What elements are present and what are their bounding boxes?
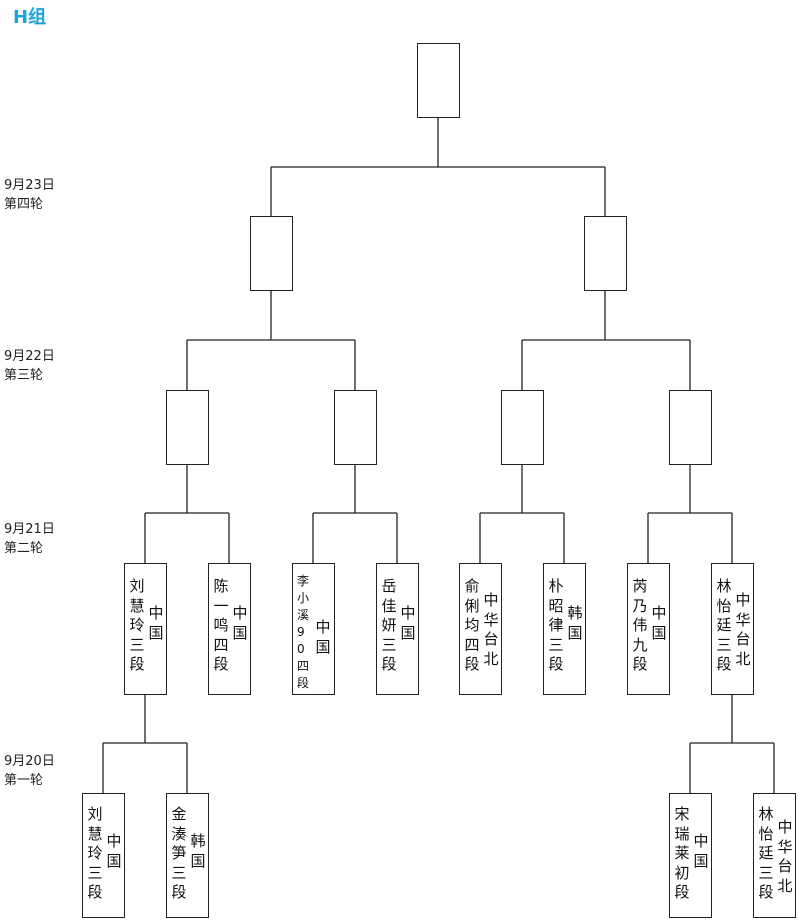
player-box: 陈一鸣 四段 中国 xyxy=(208,563,251,695)
quarterfinal-slot-4 xyxy=(669,390,712,465)
player-box: 宋瑞莱 初段 中国 xyxy=(669,793,712,918)
player-box: 朴昭律 三段 韩国 xyxy=(543,563,586,695)
player-country: 中国 xyxy=(106,832,122,870)
final-slot xyxy=(417,43,460,118)
round-date: 9月20日 xyxy=(4,754,55,769)
player-name-rank: 金湊笋 三段 xyxy=(171,805,187,903)
player-name-rank: 俞俐均 四段 xyxy=(464,577,480,675)
player-box: 金湊笋 三段 韩国 xyxy=(166,793,209,918)
player-name-rank: 林怡廷 三段 xyxy=(716,577,732,675)
player-rank: 三段 xyxy=(129,635,145,674)
player-box: 林怡廷 三段 中华台北 xyxy=(711,563,754,695)
player-rank: 三段 xyxy=(171,863,187,902)
player-rank: 三段 xyxy=(758,863,774,902)
player-country: 中华台北 xyxy=(777,818,793,895)
round-date: 9月22日 xyxy=(4,349,55,364)
player-name-rank: 岳佳妍 三段 xyxy=(381,577,397,675)
semifinal-slot-left xyxy=(250,216,293,291)
group-title: H组 xyxy=(13,7,47,28)
player-rank: 三段 xyxy=(87,863,103,902)
player-rank: 三段 xyxy=(548,635,564,674)
player-name: 刘慧玲 xyxy=(87,805,103,862)
player-box: 刘慧玲 三段 中国 xyxy=(82,793,125,918)
player-name: 俞俐均 xyxy=(464,577,480,634)
quarterfinal-slot-2 xyxy=(334,390,377,465)
player-country: 中国 xyxy=(400,604,416,642)
round-date: 9月21日 xyxy=(4,522,55,537)
round-label-4: 9月23日 第四轮 xyxy=(4,176,55,214)
player-name: 金湊笋 xyxy=(171,805,187,862)
player-name: 李小溪 xyxy=(296,574,309,622)
round-label-1: 9月20日 第一轮 xyxy=(4,752,55,790)
player-name-rank: 宋瑞莱 初段 xyxy=(674,805,690,903)
player-rank: 三段 xyxy=(716,635,732,674)
player-country: 中国 xyxy=(693,832,709,870)
round-name: 第三轮 xyxy=(4,368,44,383)
quarterfinal-slot-3 xyxy=(501,390,544,465)
player-box: 林怡廷 三段 中华台北 xyxy=(753,793,796,918)
player-name: 朴昭律 xyxy=(548,577,564,634)
player-rank: 三段 xyxy=(381,635,397,674)
round-name: 第二轮 xyxy=(4,541,44,556)
player-name-rank: 刘慧玲 三段 xyxy=(129,577,145,675)
round-label-3: 9月22日 第三轮 xyxy=(4,347,55,385)
player-name: 林怡廷 xyxy=(758,805,774,862)
round-label-2: 9月21日 第二轮 xyxy=(4,520,55,558)
player-rank: 九段 xyxy=(632,635,648,674)
player-name-rank: 陈一鸣 四段 xyxy=(213,577,229,675)
player-country: 中国 xyxy=(148,604,164,642)
player-name-rank: 刘慧玲 三段 xyxy=(87,805,103,903)
player-name-rank: 林怡廷 三段 xyxy=(758,805,774,903)
player-rank: 四段 xyxy=(464,635,480,674)
player-name: 岳佳妍 xyxy=(381,577,397,634)
player-country: 中国 xyxy=(315,618,331,656)
player-box: 岳佳妍 三段 中国 xyxy=(376,563,419,695)
player-name: 刘慧玲 xyxy=(129,577,145,634)
player-name: 芮乃伟 xyxy=(632,577,648,634)
player-country: 中华台北 xyxy=(483,591,499,668)
round-name: 第四轮 xyxy=(4,197,44,212)
player-name-rank: 芮乃伟 九段 xyxy=(632,577,648,675)
player-rank: 初段 xyxy=(674,863,690,902)
player-name: 宋瑞莱 xyxy=(674,805,690,862)
player-country: 韩国 xyxy=(567,604,583,642)
semifinal-slot-right xyxy=(584,216,627,291)
player-box: 芮乃伟 九段 中国 xyxy=(627,563,670,695)
round-name: 第一轮 xyxy=(4,773,44,788)
round-date: 9月23日 xyxy=(4,178,55,193)
player-country: 韩国 xyxy=(190,832,206,870)
player-country: 中国 xyxy=(651,604,667,642)
player-name-rank: 朴昭律 三段 xyxy=(548,577,564,675)
player-box: 刘慧玲 三段 中国 xyxy=(124,563,167,695)
player-box: 俞俐均 四段 中华台北 xyxy=(459,563,502,695)
player-country: 中国 xyxy=(232,604,248,642)
player-name: 林怡廷 xyxy=(716,577,732,634)
player-rank: 四段 xyxy=(213,635,229,674)
player-name: 陈一鸣 xyxy=(213,577,229,634)
quarterfinal-slot-1 xyxy=(166,390,209,465)
player-country: 中华台北 xyxy=(735,591,751,668)
